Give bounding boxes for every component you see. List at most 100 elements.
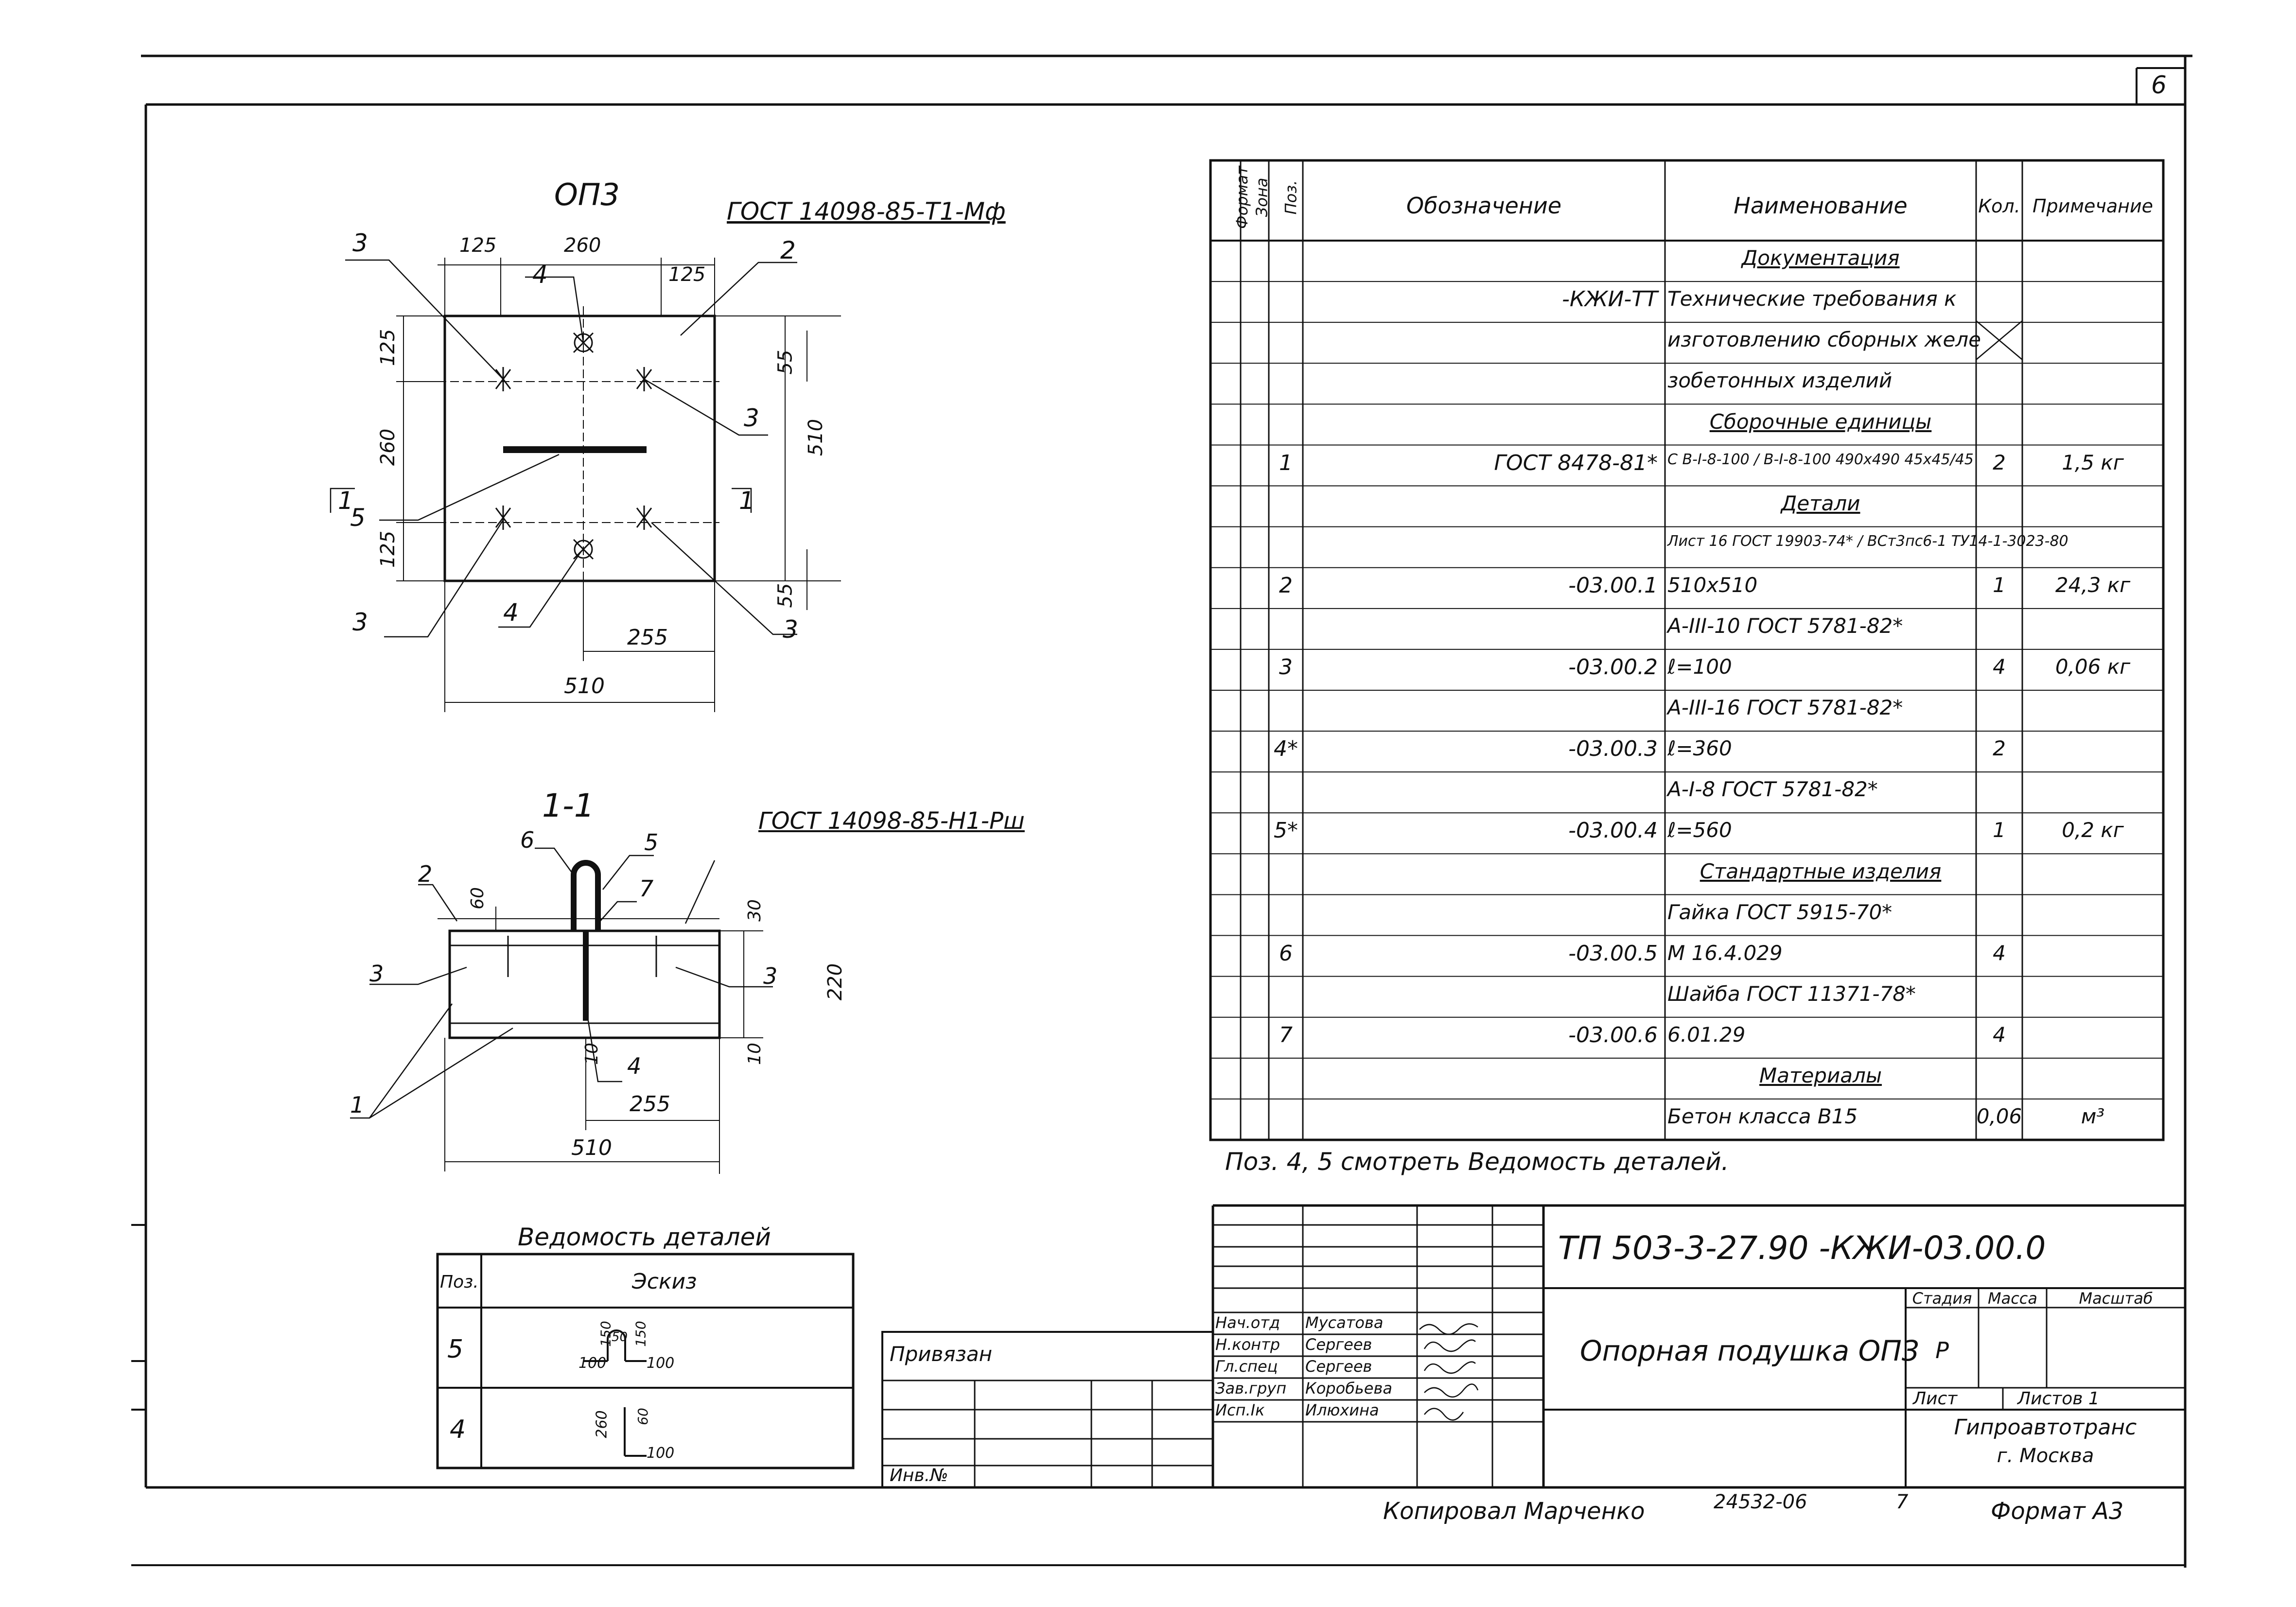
spec-cell-name: Гайка ГОСТ 5915-70* — [1667, 900, 1893, 924]
spec-cell-qty: 1 — [1993, 818, 2006, 842]
section-dim-510: 510 — [571, 1135, 612, 1160]
spec-cell-name: зобетонных изделий — [1667, 368, 1893, 393]
section-gost-label: ГОСТ 14098-85-Н1-Рш — [758, 807, 1025, 835]
role-label: Зав.груп — [1215, 1379, 1287, 1397]
plan-callout: 3 — [783, 615, 798, 644]
plan-callout: 2 — [780, 236, 796, 264]
spec-cell-name: Сборочные единицы — [1709, 409, 1932, 434]
inv-label: Инв.№ — [890, 1466, 948, 1485]
spec-cell-pos: 3 — [1279, 655, 1293, 680]
plan-callout: 3 — [352, 608, 368, 636]
spec-cell-note: 0,2 кг — [2062, 818, 2124, 842]
section-dim-30: 30 — [744, 899, 765, 922]
details-row-pos: 4 — [450, 1415, 466, 1444]
plan-dim-right-c: 55 — [774, 583, 797, 608]
plan-dim-left-a: 125 — [377, 329, 400, 367]
spec-cell-pos: 5* — [1274, 818, 1298, 843]
plan-callout: 3 — [352, 229, 368, 257]
mass-label: Масса — [1987, 1289, 2037, 1308]
spec-footnote: Поз. 4, 5 смотреть Ведомость деталей. — [1225, 1148, 1729, 1176]
spec-cell-designation: ГОСТ 8478-81* — [1494, 450, 1658, 475]
bound-label: Привязан — [890, 1342, 993, 1366]
spec-cell-pos: 7 — [1279, 1022, 1293, 1048]
details-sketch-dim: 150 — [597, 1321, 614, 1347]
spec-cell-name: Стандартные изделия — [1700, 859, 1942, 883]
plan-callout: 1 — [338, 487, 353, 515]
spec-header-pos: Поз. — [1281, 180, 1300, 215]
plan-dim-right-a: 55 — [774, 349, 797, 375]
details-header-pos: Поз. — [440, 1272, 479, 1292]
details-title: Ведомость деталей — [518, 1223, 771, 1251]
sheet-format: Формат А3 — [1991, 1498, 2124, 1525]
spec-cell-name: Документация — [1741, 246, 1900, 270]
section-callout: 5 — [644, 829, 659, 856]
role-name: Сергеев — [1305, 1335, 1372, 1354]
spec-cell-name: А-III-10 ГОСТ 5781-82* — [1667, 613, 1903, 638]
spec-cell-designation: -03.00.6 — [1568, 1022, 1658, 1048]
plan-callout: 5 — [350, 504, 366, 532]
details-sketch-dim: 260 — [593, 1410, 611, 1438]
spec-cell-pos: 6 — [1279, 941, 1293, 966]
spec-header-zone: Зона — [1252, 177, 1271, 217]
plan-dim-bottom-b: 510 — [564, 674, 605, 699]
sheet-label: Лист — [1913, 1389, 1958, 1409]
spec-cell-name: ℓ=360 — [1667, 736, 1732, 761]
section-callout: 3 — [369, 961, 384, 987]
spec-cell-name: Детали — [1781, 491, 1860, 515]
section-callout: 6 — [520, 827, 535, 853]
org-city: г. Москва — [1997, 1445, 2094, 1467]
archive-number: 24532-06 — [1714, 1491, 1807, 1513]
plan-dim-bottom-a: 255 — [627, 625, 668, 650]
spec-cell-qty: 2 — [1993, 450, 2006, 474]
spec-cell-qty: 0,06 — [1976, 1104, 2022, 1129]
stage-value: Р — [1935, 1337, 1949, 1363]
spec-cell-designation: -03.00.1 — [1568, 573, 1658, 598]
section-dim-255: 255 — [630, 1092, 670, 1117]
details-sketch-dim: 150 — [632, 1321, 649, 1347]
stage-label: Стадия — [1912, 1289, 1972, 1308]
section-callout: 4 — [627, 1053, 642, 1079]
section-callout: 1 — [350, 1092, 365, 1118]
spec-cell-qty: 4 — [1993, 941, 2006, 965]
spec-cell-name: ℓ=560 — [1667, 818, 1732, 842]
drawing-name: Опорная подушка ОП3 — [1580, 1334, 1920, 1367]
spec-cell-name: Шайба ГОСТ 11371-78* — [1667, 981, 1916, 1006]
plan-callout: 4 — [532, 261, 548, 289]
role-name: Коробьева — [1305, 1379, 1392, 1397]
plan-dim-left-b: 260 — [377, 428, 400, 466]
org-name: Гипроавтотранс — [1954, 1415, 2137, 1440]
spec-cell-name: Технические требования к — [1667, 287, 1957, 311]
details-sketch-dim: 60 — [634, 1408, 651, 1425]
spec-header-note: Примечание — [2032, 195, 2154, 217]
section-callout: 3 — [763, 963, 778, 989]
spec-cell-name: 510х510 — [1667, 573, 1758, 597]
role-name: Мусатова — [1305, 1313, 1384, 1332]
spec-cell-name: ℓ=100 — [1667, 655, 1732, 679]
spec-header-designation: Обозначение — [1406, 192, 1562, 219]
section-callout: 7 — [639, 875, 654, 902]
plan-callout: 4 — [503, 598, 519, 627]
plan-dim-top-b: 260 — [564, 234, 601, 257]
sheets-label: Листов 1 — [2017, 1389, 2100, 1409]
plan-callout: 3 — [744, 404, 759, 432]
spec-cell-name: А-I-8 ГОСТ 5781-82* — [1667, 777, 1878, 802]
plan-dim-right-b: 510 — [805, 419, 827, 456]
section-dim-220: 220 — [824, 963, 847, 1001]
spec-cell-note: 1,5 кг — [2062, 450, 2124, 474]
spec-cell-designation: -03.00.3 — [1568, 736, 1658, 762]
spec-cell-qty: 2 — [1993, 736, 2006, 761]
spec-cell-note: м³ — [2081, 1104, 2105, 1129]
spec-cell-name: 6.01.29 — [1667, 1022, 1746, 1047]
spec-cell-designation: -03.00.2 — [1568, 655, 1658, 680]
plan-dim-top-c: 125 — [668, 263, 706, 286]
spec-cell-pos: 1 — [1279, 450, 1293, 475]
role-label: Исп.Iк — [1215, 1401, 1265, 1419]
role-label: Н.контр — [1215, 1335, 1280, 1354]
section-dim-10a: 10 — [581, 1043, 602, 1065]
spec-cell-name: А-III-16 ГОСТ 5781-82* — [1667, 696, 1903, 720]
role-name: Сергеев — [1305, 1357, 1372, 1376]
copied-by: Копировал Марченко — [1383, 1498, 1645, 1525]
plan-callout: 1 — [739, 487, 754, 515]
role-label: Нач.отд — [1215, 1313, 1280, 1332]
spec-cell-qty: 1 — [1993, 573, 2006, 597]
